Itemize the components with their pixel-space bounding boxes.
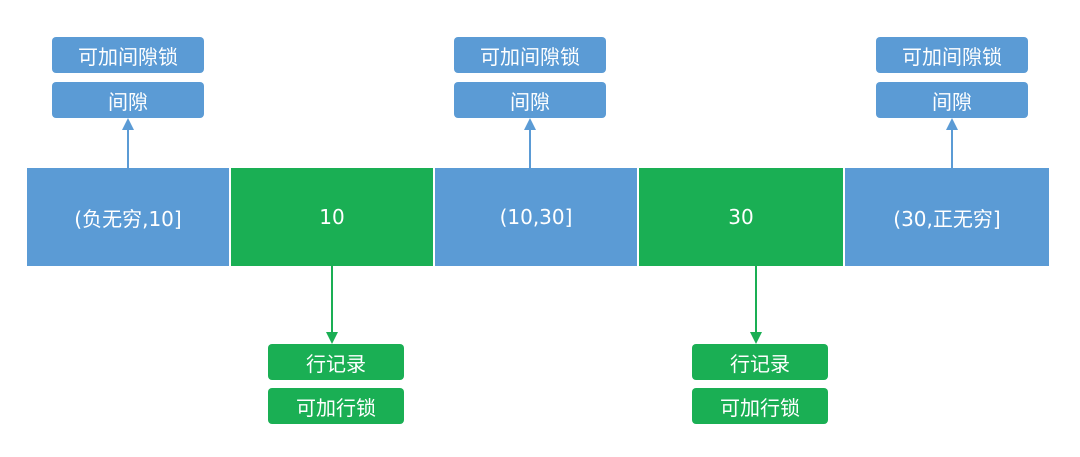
gap-lock-label-1: 可加间隙锁 [52,37,204,73]
segment-gap-10-30: (10,30] [435,168,637,266]
row-lock-label-2: 可加行锁 [692,388,828,424]
segment-record-30: 30 [639,168,843,266]
row-lock-label-1: 可加行锁 [268,388,404,424]
row-record-label-1: 行记录 [268,344,404,380]
gap-label-3: 间隙 [876,82,1028,118]
gap-label-2: 间隙 [454,82,606,118]
segment-record-10: 10 [231,168,433,266]
segment-gap-30-pos-inf: (30,正无穷] [845,168,1049,266]
gap-lock-label-2: 可加间隙锁 [454,37,606,73]
segment-gap-neg-inf-10: (负无穷,10] [27,168,229,266]
row-record-label-2: 行记录 [692,344,828,380]
gap-label-1: 间隙 [52,82,204,118]
gap-lock-label-3: 可加间隙锁 [876,37,1028,73]
